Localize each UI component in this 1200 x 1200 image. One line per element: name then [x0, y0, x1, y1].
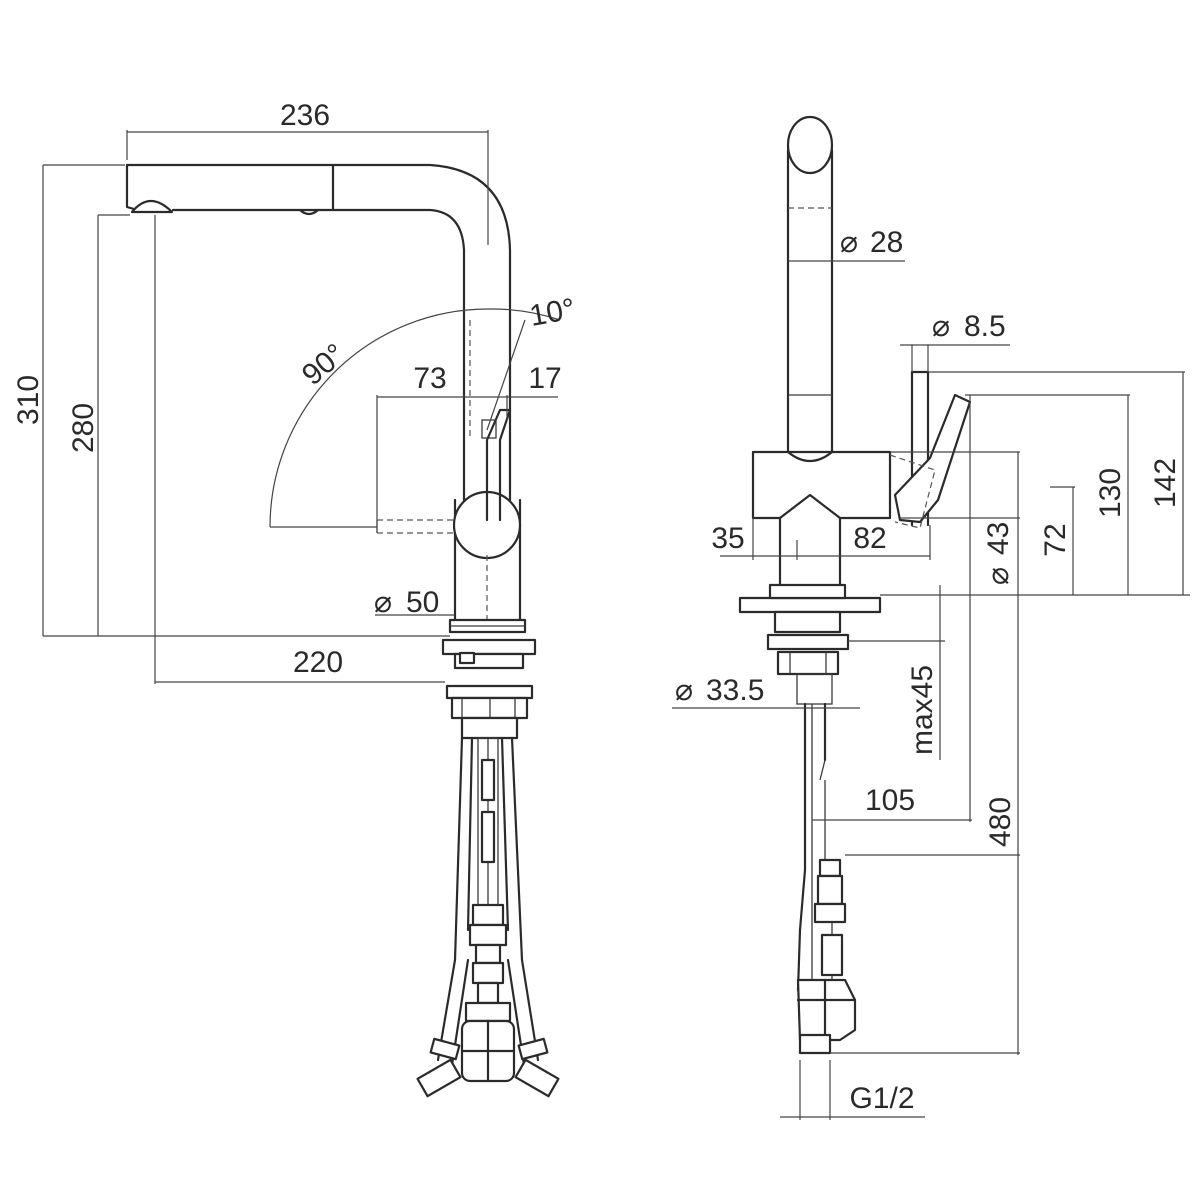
label-105: 105	[865, 784, 915, 817]
label-10deg: 10°	[527, 292, 577, 332]
label-d43: 43	[982, 522, 1015, 555]
front-dimensions	[672, 260, 1190, 1120]
label-142: 142	[1149, 458, 1182, 508]
diameter-symbol-33-5: ⌀	[675, 673, 693, 708]
label-480: 480	[984, 797, 1017, 847]
side-mounting-hardware	[441, 618, 537, 740]
front-labels: ⌀ 28 ⌀ 8.5 142 130 72 ⌀ 43 35 82 max45 ⌀…	[675, 225, 1182, 1115]
label-d8-5: 8.5	[964, 310, 1006, 343]
front-faucet-outline	[738, 115, 972, 1055]
label-73: 73	[413, 362, 446, 395]
side-faucet-outline	[125, 163, 522, 622]
label-220: 220	[293, 646, 343, 679]
label-17: 17	[528, 362, 561, 395]
front-view: ⌀ 28 ⌀ 8.5 142 130 72 ⌀ 43 35 82 max45 ⌀…	[672, 115, 1190, 1120]
diameter-symbol-28: ⌀	[840, 225, 858, 260]
label-max45: max45	[906, 665, 939, 755]
side-labels: 236 310 280 220 73 17 90° 10° ⌀ 50	[12, 99, 578, 679]
label-d28: 28	[870, 226, 903, 259]
label-35: 35	[711, 522, 744, 555]
label-310: 310	[12, 375, 45, 425]
label-280: 280	[67, 403, 100, 453]
diameter-symbol-43: ⌀	[981, 567, 1016, 585]
diameter-symbol-50: ⌀	[374, 585, 392, 620]
label-90deg: 90°	[296, 337, 352, 391]
side-dimensions	[42, 130, 561, 684]
label-72: 72	[1039, 523, 1072, 556]
side-view: 236 310 280 220 73 17 90° 10° ⌀ 50	[12, 99, 578, 1098]
label-130: 130	[1094, 468, 1127, 518]
label-236: 236	[280, 99, 330, 132]
side-supply-hoses	[416, 736, 560, 1098]
diameter-symbol-8-5: ⌀	[932, 309, 950, 344]
label-g1-2: G1/2	[849, 1082, 914, 1115]
label-d50: 50	[406, 586, 439, 619]
label-d33-5: 33.5	[706, 674, 764, 707]
label-82: 82	[853, 522, 886, 555]
